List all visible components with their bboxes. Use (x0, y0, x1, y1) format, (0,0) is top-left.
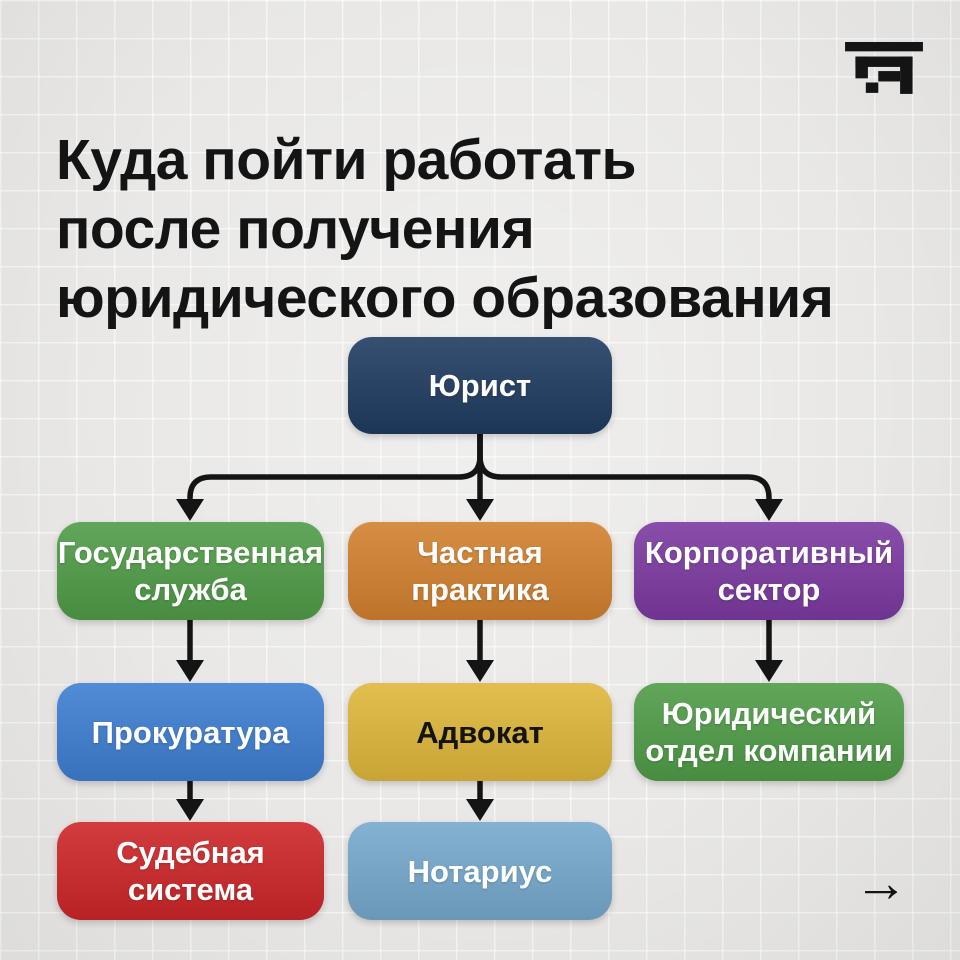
next-slide-arrow-icon[interactable]: → (854, 853, 908, 913)
node-jur-otdel: Юридический отдел компании (634, 683, 904, 781)
arrowhead (755, 499, 783, 521)
node-jurist: Юрист (348, 337, 612, 434)
node-advokat: Адвокат (348, 683, 612, 781)
brand-logo-icon (845, 42, 923, 94)
page-title: Куда пойти работать после получения юрид… (56, 128, 834, 331)
arrowhead (466, 499, 494, 521)
node-gos-sluzhba-label: Государственная служба (57, 535, 324, 607)
node-gos-sluzhba: Государственная служба (57, 522, 324, 620)
arrowhead (176, 660, 204, 682)
node-chastnaya-praktika: Частная практика (348, 522, 612, 620)
node-notarius-label: Нотариус (407, 853, 553, 889)
node-sudebnaya-sistema: Судебная система (57, 822, 324, 920)
arrowhead (176, 799, 204, 821)
node-korporativny-sektor-label: Корпоративный сектор (644, 535, 894, 607)
node-notarius: Нотариус (348, 822, 612, 920)
node-advokat-label: Адвокат (416, 714, 544, 750)
connector-jurist-left (187, 433, 483, 500)
arrowhead (466, 799, 494, 821)
node-jur-otdel-label: Юридический отдел компании (645, 696, 893, 768)
arrowhead (466, 660, 494, 682)
node-jurist-label: Юрист (428, 368, 532, 403)
arrowhead (755, 660, 783, 682)
node-sudebnaya-sistema-label: Судебная система (116, 835, 265, 907)
node-chastnaya-praktika-label: Частная практика (411, 535, 549, 607)
node-korporativny-sektor: Корпоративный сектор (634, 522, 904, 620)
node-prokuratura: Прокуратура (57, 683, 324, 781)
node-prokuratura-label: Прокуратура (91, 714, 290, 750)
arrowhead (176, 499, 204, 521)
connector-jurist-right (477, 433, 772, 500)
